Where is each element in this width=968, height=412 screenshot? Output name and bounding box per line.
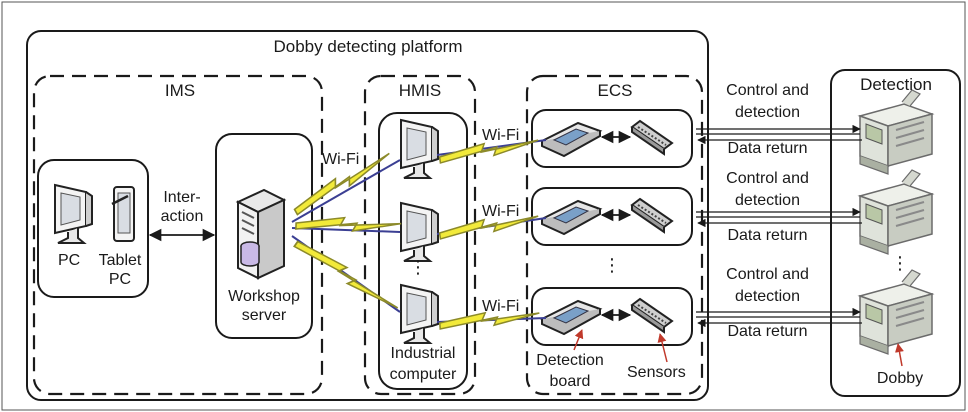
detection-board-icon-3 xyxy=(541,300,601,335)
ecs-ellipsis: ⋮ xyxy=(603,255,621,275)
server-box xyxy=(215,133,313,339)
control-label-1-line2: detection xyxy=(735,104,800,121)
sensor-icon-1 xyxy=(631,120,673,155)
dobby-machine-icon-1 xyxy=(859,89,933,175)
ims-region xyxy=(32,74,324,396)
control-label-3-line2: detection xyxy=(735,288,800,305)
ecs-title: ECS xyxy=(597,81,633,100)
dobby-pointer-arrow xyxy=(895,343,904,367)
platform-box xyxy=(26,30,709,401)
control-label-2-line2: detection xyxy=(735,192,800,209)
detection-board-icon-1 xyxy=(541,122,601,157)
return-label-3: Data return xyxy=(727,323,808,340)
industrial-computer-icon-2 xyxy=(400,202,439,262)
pc-group-box xyxy=(37,159,149,298)
ecs-unit-box-2 xyxy=(531,187,693,246)
wifi-label-ecs-2: Wi-Fi xyxy=(482,203,520,220)
ecs-region xyxy=(525,74,704,396)
industrial-computer-icon-3 xyxy=(400,284,439,344)
interaction-label-line1: Inter- xyxy=(163,189,201,206)
board-label-line1: Detection xyxy=(536,352,604,369)
board-pointer-arrow xyxy=(573,329,584,351)
ecs-unit-box-3 xyxy=(531,287,693,346)
computer-label-line1: Industrial xyxy=(390,345,456,362)
tablet-icon xyxy=(110,185,136,243)
link-arrows-1 xyxy=(696,124,862,145)
pc-icon xyxy=(54,184,93,244)
hmis-region xyxy=(363,74,477,396)
detection-ellipsis: ⋮ xyxy=(891,253,909,273)
hmis-inner-box xyxy=(378,112,468,390)
tablet-label-line1: Tablet xyxy=(98,252,142,269)
wifi-label-server: Wi-Fi xyxy=(322,151,360,168)
return-label-2: Data return xyxy=(727,227,808,244)
sensors-label: Sensors xyxy=(627,364,686,381)
board-label-line2: board xyxy=(549,373,591,390)
pc-label: PC xyxy=(58,252,81,269)
link-arrows-2 xyxy=(696,207,862,228)
interaction-label-line2: action xyxy=(160,208,204,225)
sensor-pointer-arrow xyxy=(657,333,668,363)
industrial-computer-icon-1 xyxy=(400,119,439,179)
detection-box xyxy=(830,69,961,397)
platform-title: Dobby detecting platform xyxy=(273,37,463,56)
wifi-label-ecs-1: Wi-Fi xyxy=(482,127,520,144)
server-link-2 xyxy=(291,227,401,233)
return-label-1: Data return xyxy=(727,140,808,157)
dobby-machine-icon-3 xyxy=(859,269,933,355)
wifi-label-ecs-3: Wi-Fi xyxy=(482,298,520,315)
server-label-line1: Workshop xyxy=(228,288,300,305)
sensor-icon-2 xyxy=(631,198,673,233)
dobby-label: Dobby xyxy=(876,370,924,387)
server-label-line2: server xyxy=(241,307,287,324)
hmis-title: HMIS xyxy=(398,81,442,100)
detection-title: Detection xyxy=(860,75,932,94)
ecs-unit-box-1 xyxy=(531,109,693,168)
tablet-label-line2: PC xyxy=(108,271,132,288)
server-icon xyxy=(237,189,285,279)
link-arrows-3 xyxy=(696,307,862,328)
control-label-2-line1: Control and xyxy=(726,170,809,187)
computer-label-line2: computer xyxy=(389,366,457,383)
server-link-1 xyxy=(291,159,401,223)
sensor-icon-3 xyxy=(631,298,673,333)
ims-title: IMS xyxy=(164,81,196,100)
dobby-machine-icon-2 xyxy=(859,169,933,255)
control-label-3-line1: Control and xyxy=(726,266,809,283)
control-label-1-line1: Control and xyxy=(726,82,809,99)
hmis-ellipsis: ⋮ xyxy=(409,257,427,277)
detection-board-icon-2 xyxy=(541,200,601,235)
